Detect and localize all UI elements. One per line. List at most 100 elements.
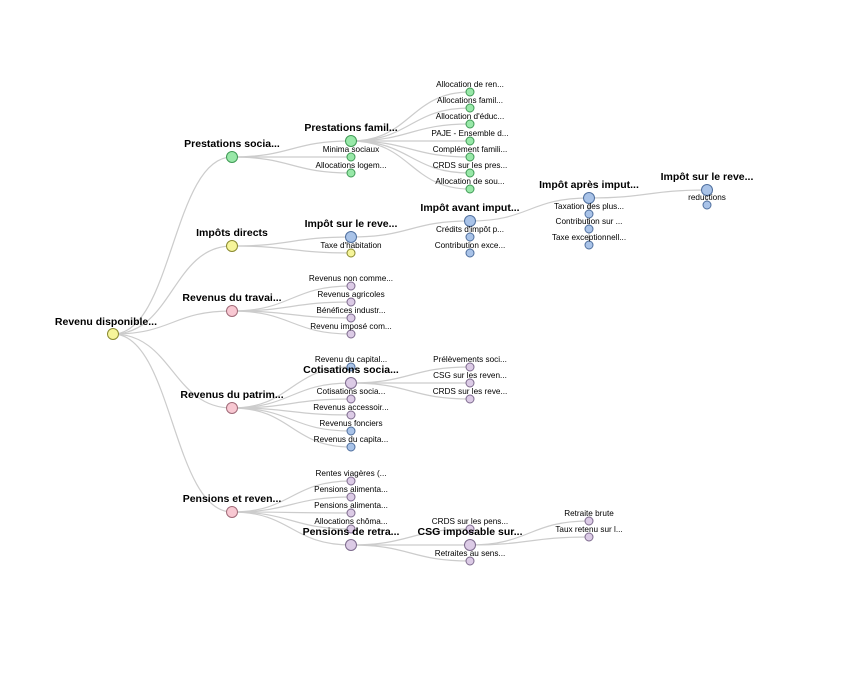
node-circle[interactable]	[346, 362, 356, 372]
node-circle[interactable]	[584, 209, 594, 219]
tree-node-prestations-socia[interactable]: Prestations socia...	[184, 138, 280, 163]
tree-node-revenus-fonciers[interactable]: Revenus fonciers	[319, 419, 383, 436]
tree-node-revenu-du-capital[interactable]: Revenu du capital...	[315, 355, 387, 372]
node-circle[interactable]	[107, 328, 119, 340]
node-circle[interactable]	[345, 231, 357, 243]
tree-node-impot-sur-le-reve[interactable]: Impôt sur le reve...	[305, 218, 398, 243]
tree-node-revenus-du-capita[interactable]: Revenus du capita...	[314, 435, 389, 452]
node-circle[interactable]	[345, 539, 357, 551]
node-circle[interactable]	[465, 168, 475, 178]
tree-node-revenu-disponible[interactable]: Revenu disponible...	[55, 316, 157, 340]
node-circle[interactable]	[346, 152, 356, 162]
node-circle[interactable]	[346, 168, 356, 178]
node-circle[interactable]	[346, 248, 356, 258]
node-circle[interactable]	[702, 200, 712, 210]
node-circle[interactable]	[346, 313, 356, 323]
node-circle[interactable]	[226, 151, 238, 163]
node-circle[interactable]	[346, 442, 356, 452]
node-circle[interactable]	[226, 240, 238, 252]
tree-node-pensions-alimenta[interactable]: Pensions alimenta...	[314, 501, 388, 518]
tree-node-pensions-alimenta[interactable]: Pensions alimenta...	[314, 485, 388, 502]
node-circle[interactable]	[346, 281, 356, 291]
node-circle[interactable]	[346, 492, 356, 502]
tree-node-revenus-non-comme[interactable]: Revenus non comme...	[309, 274, 393, 291]
tree-node-crds-sur-les-pens[interactable]: CRDS sur les pens...	[432, 517, 508, 534]
node-circle[interactable]	[346, 394, 356, 404]
tree-node-prestations-famil[interactable]: Prestations famil...	[304, 122, 398, 147]
node-circle[interactable]	[226, 506, 238, 518]
node-circle[interactable]	[465, 184, 475, 194]
node-circle[interactable]	[584, 240, 594, 250]
tree-node-taux-retenu-sur-l[interactable]: Taux retenu sur l...	[555, 525, 623, 542]
tree-node-contribution-exce[interactable]: Contribution exce...	[435, 241, 506, 258]
tree-node-complement-famili[interactable]: Complément famili...	[433, 145, 508, 162]
node-circle[interactable]	[584, 516, 594, 526]
node-circle[interactable]	[465, 524, 475, 534]
tree-node-allocations-choma[interactable]: Allocations chôma...	[314, 517, 388, 534]
tree-node-rentes-viageres[interactable]: Rentes viagères (...	[316, 469, 387, 486]
tree-node-benefices-industr[interactable]: Bénéfices industr...	[316, 306, 386, 323]
node-circle[interactable]	[345, 135, 357, 147]
node-circle[interactable]	[346, 297, 356, 307]
node-circle[interactable]	[346, 329, 356, 339]
tree-node-pensions-de-retra[interactable]: Pensions de retra...	[303, 526, 400, 551]
tree-node-taxe-d-habitation[interactable]: Taxe d'habitation	[320, 241, 382, 258]
node-circle[interactable]	[465, 152, 475, 162]
tree-node-revenus-du-patrim[interactable]: Revenus du patrim...	[180, 389, 284, 414]
node-circle[interactable]	[346, 426, 356, 436]
tree-node-allocation-d-educ[interactable]: Allocation d'éduc...	[436, 112, 504, 129]
tree-node-cotisations-socia[interactable]: Cotisations socia...	[317, 387, 386, 404]
tree-node-csg-sur-les-reven[interactable]: CSG sur les reven...	[433, 371, 507, 388]
node-circle[interactable]	[465, 103, 475, 113]
node-circle[interactable]	[465, 232, 475, 242]
node-circle[interactable]	[346, 410, 356, 420]
node-circle[interactable]	[584, 224, 594, 234]
tree-node-crds-sur-les-pres[interactable]: CRDS sur les pres...	[433, 161, 508, 178]
tree-node-taxation-des-plus[interactable]: Taxation des plus...	[554, 202, 624, 219]
tree-node-credits-d-impot-p[interactable]: Crédits d'impôt p...	[436, 225, 504, 242]
tree-node-revenus-du-travai[interactable]: Revenus du travai...	[182, 292, 282, 317]
tree-node-contribution-sur[interactable]: Contribution sur ...	[556, 217, 623, 234]
node-circle[interactable]	[465, 394, 475, 404]
tree-node-revenus-accessoir[interactable]: Revenus accessoir...	[313, 403, 389, 420]
tree-node-impots-directs[interactable]: Impôts directs	[196, 227, 268, 252]
tree-node-prelevements-soci[interactable]: Prélèvements soci...	[433, 355, 507, 372]
node-circle[interactable]	[465, 248, 475, 258]
node-circle[interactable]	[226, 402, 238, 414]
tree-node-impot-sur-le-reve[interactable]: Impôt sur le reve...	[661, 171, 754, 196]
tree-node-allocation-de-sou[interactable]: Allocation de sou...	[435, 177, 505, 194]
tree-node-allocations-logem[interactable]: Allocations logem...	[316, 161, 387, 178]
tree-node-cotisations-socia[interactable]: Cotisations socia...	[303, 364, 399, 389]
node-circle[interactable]	[465, 556, 475, 566]
node-circle[interactable]	[465, 87, 475, 97]
tree-node-retraites-au-sens[interactable]: Retraites au sens...	[435, 549, 506, 566]
tree-node-impot-apres-imput[interactable]: Impôt après imput...	[539, 179, 639, 204]
node-circle[interactable]	[226, 305, 238, 317]
tree-node-paje-ensemble-d[interactable]: PAJE - Ensemble d...	[431, 129, 509, 146]
node-circle[interactable]	[345, 377, 357, 389]
node-circle[interactable]	[465, 136, 475, 146]
node-circle[interactable]	[465, 119, 475, 129]
node-circle[interactable]	[346, 524, 356, 534]
tree-node-csg-imposable-sur[interactable]: CSG imposable sur...	[417, 526, 523, 551]
tree-node-allocations-famil[interactable]: Allocations famil...	[437, 96, 503, 113]
tree-node-revenu-impose-com[interactable]: Revenu imposé com...	[310, 322, 392, 339]
node-circle[interactable]	[465, 362, 475, 372]
tree-node-retraite-brute[interactable]: Retraite brute	[564, 509, 614, 526]
tree-node-reductions[interactable]: reductions	[688, 193, 726, 210]
node-circle[interactable]	[465, 378, 475, 388]
tree-node-pensions-et-reven[interactable]: Pensions et reven...	[183, 493, 282, 518]
node-circle[interactable]	[583, 192, 595, 204]
node-circle[interactable]	[701, 184, 713, 196]
tree-node-minima-sociaux[interactable]: Minima sociaux	[323, 145, 379, 162]
tree-node-crds-sur-les-reve[interactable]: CRDS sur les reve...	[433, 387, 508, 404]
node-circle[interactable]	[464, 215, 476, 227]
node-circle[interactable]	[346, 508, 356, 518]
node-circle[interactable]	[584, 532, 594, 542]
node-circle[interactable]	[464, 539, 476, 551]
tree-node-taxe-exceptionnell[interactable]: Taxe exceptionnell...	[552, 233, 626, 250]
tree-node-impot-avant-imput[interactable]: Impôt avant imput...	[420, 202, 520, 227]
tree-node-revenus-agricoles[interactable]: Revenus agricoles	[317, 290, 385, 307]
tree-node-allocation-de-ren[interactable]: Allocation de ren...	[436, 80, 504, 97]
node-circle[interactable]	[346, 476, 356, 486]
